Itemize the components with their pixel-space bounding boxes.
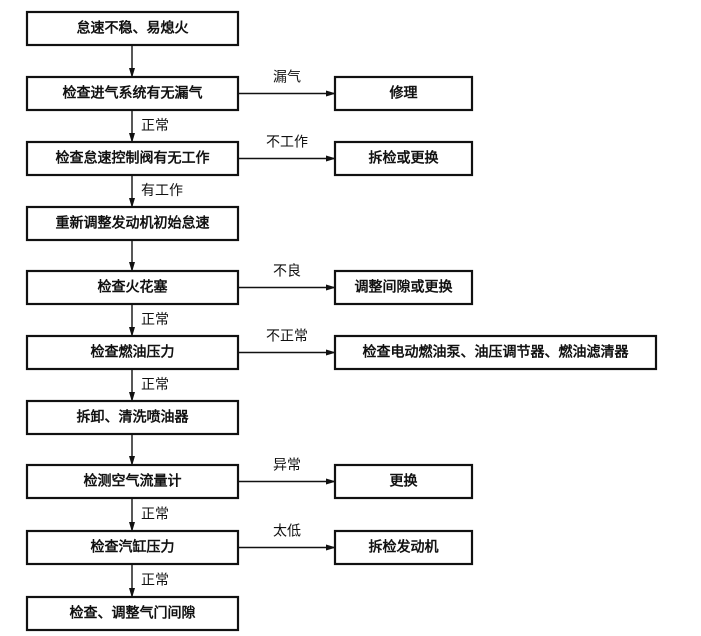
- flow-step: 检查怠速控制阀有无工作: [25, 140, 240, 177]
- step-label: 重新调整发动机初始怠速: [56, 215, 210, 232]
- step-box: [25, 140, 240, 177]
- flow-step: 检测空气流量计: [25, 463, 240, 500]
- step-box: [25, 595, 240, 632]
- action-box: [333, 140, 474, 177]
- down-condition-label: 正常: [141, 118, 169, 134]
- action-label: 拆检发动机: [369, 539, 439, 556]
- down-condition-label: 有工作: [141, 183, 183, 199]
- branch-condition-label: 不工作: [266, 135, 308, 151]
- action-box: [333, 269, 474, 306]
- flow-step: 重新调整发动机初始怠速: [25, 205, 240, 242]
- flow-step: 拆卸、清洗喷油器: [25, 399, 240, 436]
- flow-step: 检查进气系统有无漏气: [25, 75, 240, 112]
- step-label: 检查怠速控制阀有无工作: [56, 150, 210, 167]
- step-label: 拆卸、清洗喷油器: [77, 409, 190, 426]
- action-label: 检查电动燃油泵、油压调节器、燃油滤清器: [363, 344, 630, 361]
- down-condition-label: 正常: [141, 573, 169, 589]
- action-label: 调整间隙或更换: [355, 279, 454, 296]
- step-label: 检查汽缸压力: [91, 539, 175, 556]
- flow-step: 怠速不稳、易熄火: [25, 10, 240, 47]
- branch-condition-label: 异常: [273, 458, 301, 474]
- branch-condition-label: 不正常: [266, 329, 308, 345]
- action-box: [333, 75, 474, 112]
- branch-condition-label: 太低: [273, 524, 301, 540]
- step-label: 怠速不稳、易熄火: [77, 20, 190, 37]
- action-box: [333, 463, 474, 500]
- step-box: [25, 75, 240, 112]
- branch-condition-label: 漏气: [273, 70, 301, 86]
- step-label: 检测空气流量计: [84, 473, 182, 490]
- action-label: 拆检或更换: [369, 150, 440, 167]
- flow-step: 检查汽缸压力: [25, 529, 240, 566]
- step-label: 检查、调整气门间隙: [70, 605, 196, 622]
- step-label: 检查进气系统有无漏气: [63, 85, 203, 102]
- action-box: [333, 334, 658, 371]
- step-label: 检查火花塞: [98, 279, 169, 296]
- action-label: 修理: [389, 85, 418, 102]
- down-condition-label: 正常: [141, 507, 169, 523]
- flow-step: 检查火花塞: [25, 269, 240, 306]
- step-label: 检查燃油压力: [91, 344, 175, 361]
- action-label: 更换: [390, 473, 419, 490]
- branch-condition-label: 不良: [273, 264, 301, 280]
- down-condition-label: 正常: [141, 312, 169, 328]
- step-box: [25, 399, 240, 436]
- flow-step: 检查燃油压力: [25, 334, 240, 371]
- flow-step: 检查、调整气门间隙: [25, 595, 240, 632]
- down-condition-label: 正常: [141, 377, 169, 393]
- action-box: [333, 529, 474, 566]
